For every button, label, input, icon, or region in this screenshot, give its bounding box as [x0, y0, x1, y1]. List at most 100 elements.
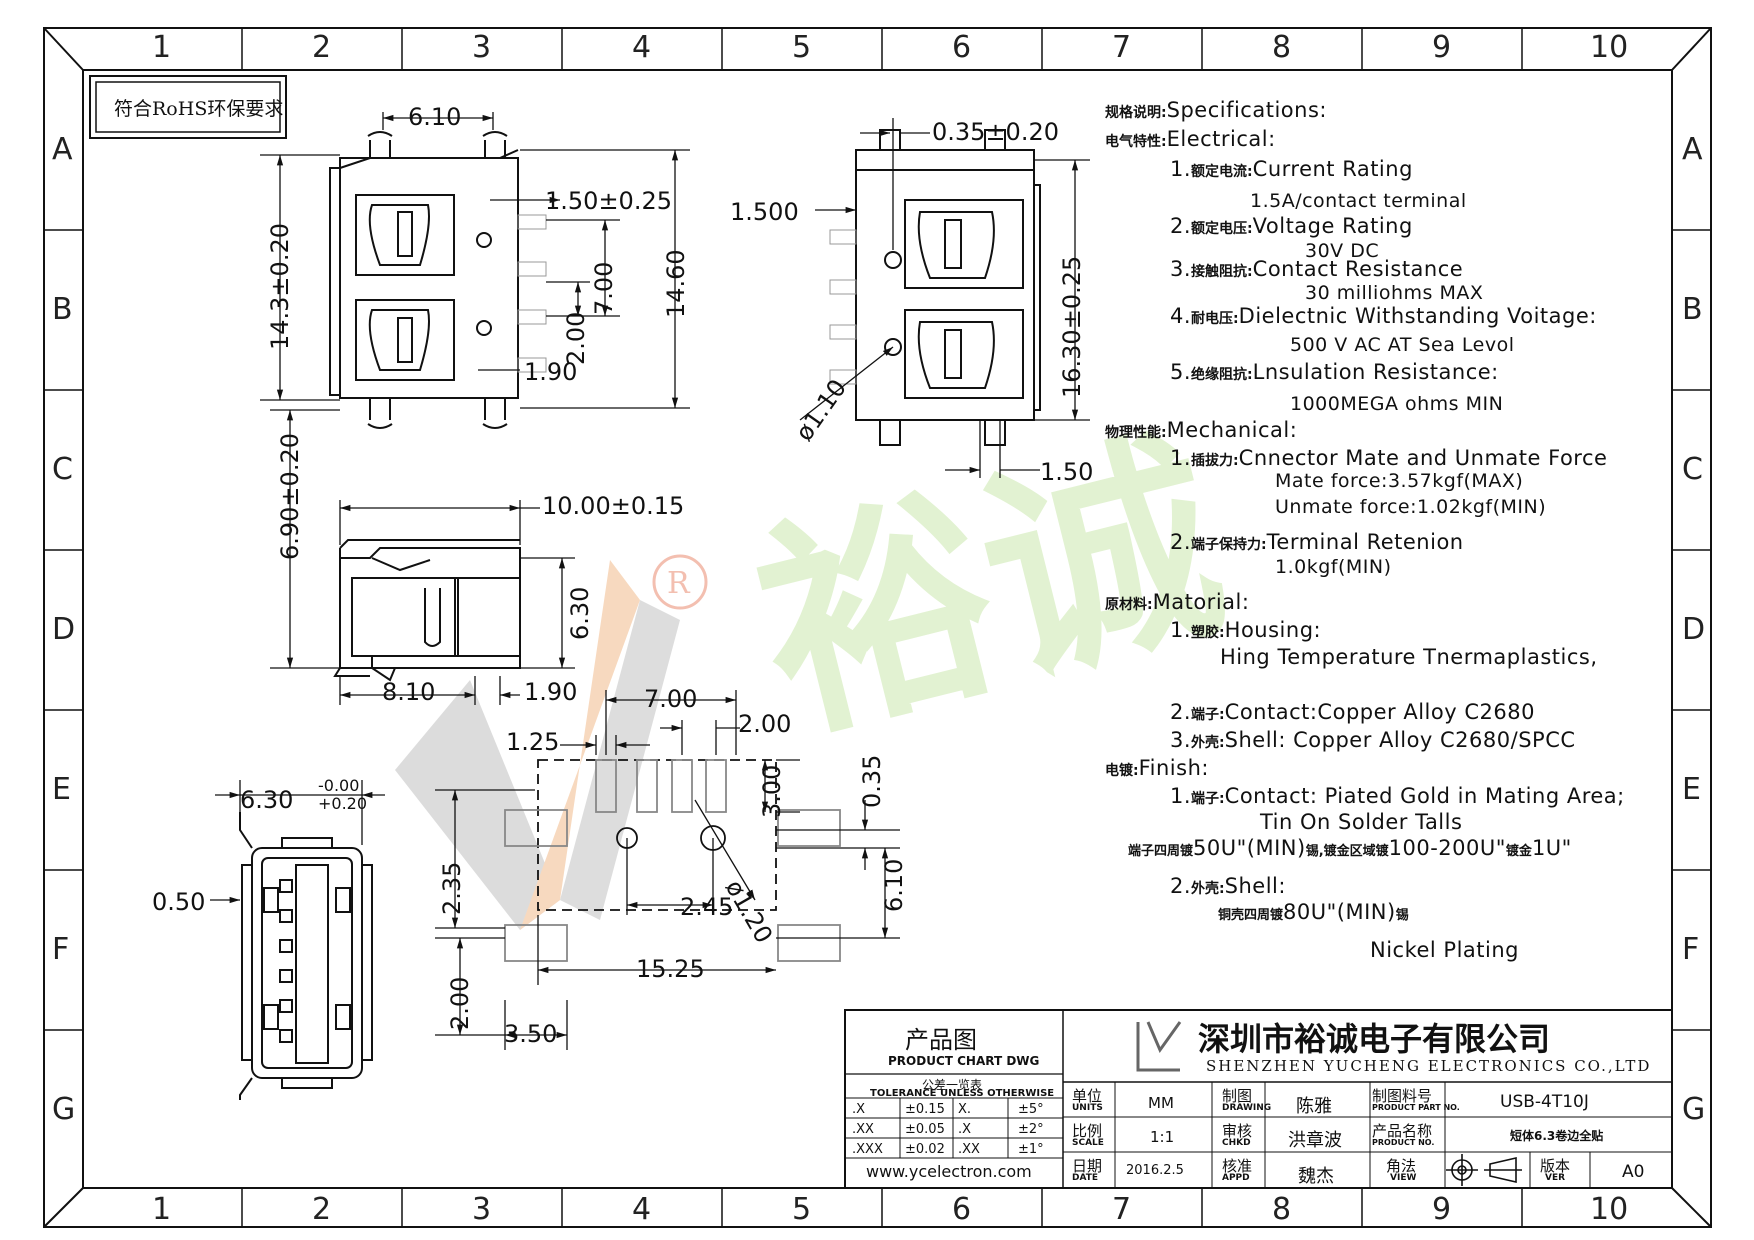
- col-label: 9: [1432, 30, 1452, 65]
- tolerance-cell: ±1°: [1018, 1142, 1044, 1157]
- chkd-label-en: CHKD: [1222, 1138, 1251, 1148]
- tolerance-cell: .X: [958, 1122, 972, 1137]
- col-label: 4: [632, 1192, 652, 1227]
- col-label: 6: [952, 30, 972, 65]
- scale-label-en: SCALE: [1072, 1138, 1104, 1148]
- spec-num: 1.: [1170, 618, 1192, 642]
- projection-symbol-icon: [1446, 1154, 1522, 1186]
- dim-label: 0.50: [152, 888, 206, 916]
- tolerance-cell: ±0.05: [905, 1122, 945, 1137]
- spec-value: 1000MEGA ohms MIN: [1290, 393, 1504, 415]
- appd-label: 核准: [1222, 1157, 1253, 1175]
- tolerance-title: 公差一览表: [922, 1078, 983, 1092]
- date-value: 2016.2.5: [1126, 1163, 1184, 1178]
- spec-num: 1.: [1170, 784, 1192, 808]
- view-label: 角法: [1386, 1157, 1417, 1175]
- spec-value: 30 milliohms MAX: [1305, 282, 1484, 304]
- spec-cn: 绝缘阻抗:: [1191, 367, 1253, 383]
- top-view: [329, 131, 547, 429]
- dim-label: 10.00±0.15: [542, 492, 685, 520]
- partno-label-en: PRODUCT PART NO.: [1372, 1103, 1460, 1112]
- dim-label: 3.00: [758, 764, 786, 818]
- row-label: E: [52, 772, 71, 807]
- drawing-label: 制图: [1222, 1087, 1253, 1105]
- dim-label: 14.60: [662, 249, 690, 318]
- side-view-dims: [270, 409, 575, 705]
- end-view: [239, 812, 373, 1100]
- date-label: 日期: [1072, 1157, 1103, 1175]
- view-label-en: VIEW: [1390, 1173, 1417, 1183]
- dim-label: 8.10: [382, 678, 436, 706]
- version-label: 版本: [1540, 1157, 1571, 1175]
- spec-item: Housing:: [1224, 618, 1322, 642]
- dim-label: 6.10: [408, 103, 462, 131]
- row-label: G: [1682, 1092, 1706, 1127]
- scale-label: 比例: [1072, 1122, 1103, 1140]
- spec-cn: 端子四周镀: [1128, 844, 1194, 859]
- dim-label: 14.3±0.20: [266, 223, 294, 350]
- units-label-en: UNITS: [1072, 1103, 1103, 1113]
- spec-item: Lnsulation Resistance:: [1252, 360, 1499, 384]
- spec-cn: 规格说明:: [1105, 105, 1167, 121]
- tolerance-cell: .XX: [958, 1142, 980, 1157]
- spec-cn: 耐电压:: [1191, 311, 1239, 327]
- product-name-label: 产品名称: [1372, 1122, 1433, 1140]
- row-label: F: [52, 932, 70, 967]
- row-label: G: [52, 1092, 76, 1127]
- appd-value: 魏杰: [1298, 1166, 1334, 1187]
- spec-item: Shell: Copper Alloy C2680/SPCC: [1224, 728, 1576, 752]
- spec-cn: 铜壳四周镀: [1218, 908, 1284, 923]
- row-label: E: [1682, 772, 1701, 807]
- dim-label: 2.45: [680, 893, 734, 921]
- title-block: [844, 1009, 1673, 1189]
- spec-cn: 额定电流:: [1191, 164, 1253, 180]
- dim-label: 2.00: [562, 311, 590, 365]
- side-view: [333, 539, 521, 682]
- dim-label: 1.90: [524, 678, 578, 706]
- spec-cn: 插拔力:: [1191, 453, 1239, 469]
- spec-item: Contact: Piated Gold in Mating Area;: [1224, 784, 1625, 808]
- row-label: D: [1682, 612, 1706, 647]
- version-value: A0: [1622, 1162, 1645, 1182]
- company-name-en: SHENZHEN YUCHENG ELECTRONICS CO.,LTD: [1206, 1057, 1652, 1075]
- spec-value: Hing Temperature Tnermaplastics,: [1220, 645, 1598, 669]
- dim-label: 6.10: [880, 858, 908, 912]
- partno-value: USB-4T10J: [1500, 1092, 1589, 1112]
- watermark-logo: 裕诚 R: [395, 404, 1246, 930]
- spec-value: Tin On Solder Talls: [1260, 810, 1463, 834]
- right-view: [829, 129, 1041, 446]
- spec-num: 4.: [1170, 304, 1192, 328]
- spec-cn: 接触阻抗:: [1191, 264, 1253, 280]
- col-label: 10: [1590, 1192, 1629, 1227]
- spec-value: 30V DC: [1305, 240, 1380, 262]
- units-label: 单位: [1072, 1087, 1103, 1105]
- rohs-box-inner: [95, 81, 281, 133]
- spec-num: 2.: [1170, 700, 1192, 724]
- tolerance-cell: ±5°: [1018, 1102, 1044, 1117]
- scale-value: 1:1: [1150, 1128, 1175, 1146]
- dim-label: 7.00: [590, 261, 618, 315]
- spec-cn: 外壳:: [1191, 881, 1225, 897]
- dim-label: 6.30: [240, 786, 294, 814]
- spec-heading: Matorial:: [1152, 590, 1250, 614]
- col-label: 6: [952, 1192, 972, 1227]
- spec-heading: Specifications:: [1166, 98, 1327, 122]
- col-label: 8: [1272, 1192, 1292, 1227]
- spec-value: Unmate force:1.02kgf(MIN): [1275, 496, 1547, 518]
- partno-label: 制图料号: [1372, 1087, 1433, 1105]
- spec-item: Contact:Copper Alloy C2680: [1224, 700, 1535, 724]
- dim-label: 6.90±0.20: [276, 433, 304, 560]
- spec-cn: 原材料:: [1105, 597, 1153, 613]
- spec-cn: 锡,镀金区域镀: [1305, 844, 1389, 859]
- col-label: 1: [152, 1192, 172, 1227]
- spec-cn: 外壳:: [1191, 735, 1225, 751]
- pcb-layout: [504, 759, 841, 962]
- col-label: 3: [472, 30, 492, 65]
- drawing-label-en: DRAWING: [1222, 1103, 1272, 1113]
- spec-item: Shell:: [1224, 874, 1286, 898]
- spec-cn: 端子:: [1191, 707, 1225, 723]
- col-label: 4: [632, 30, 652, 65]
- spec-num: 1.: [1170, 157, 1192, 181]
- tolerance-cell: .XXX: [852, 1142, 883, 1157]
- col-label: 7: [1112, 1192, 1132, 1227]
